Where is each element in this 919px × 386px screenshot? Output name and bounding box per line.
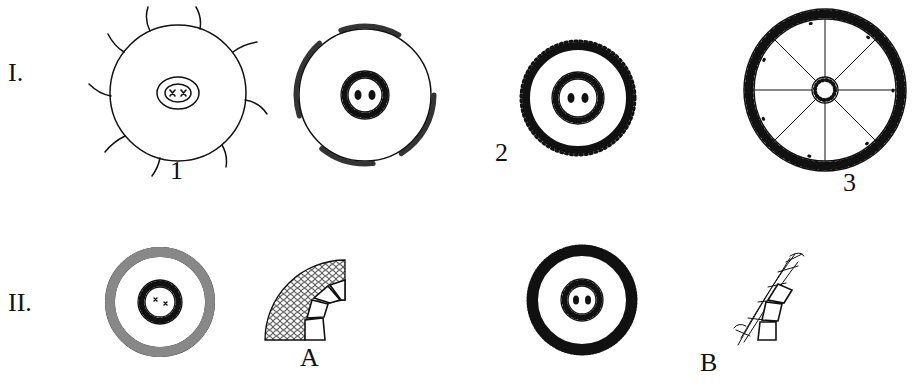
section-row-number: II.	[8, 290, 32, 316]
root-section	[296, 26, 434, 164]
tissue-detail	[265, 260, 345, 340]
root-section-thick-cortex	[110, 252, 210, 352]
figure-letter: B	[700, 350, 717, 376]
figure-number: 2	[495, 140, 508, 166]
section-row-number: I.	[8, 60, 23, 86]
root-section-large	[744, 9, 906, 171]
root-section	[521, 41, 635, 155]
figure-letter: A	[300, 345, 319, 371]
figure-number: 3	[843, 170, 856, 196]
root-section-hairy	[89, 7, 267, 176]
tissue-detail	[734, 253, 804, 345]
root-section-fibrous	[531, 249, 633, 351]
figure-number: 1	[170, 158, 183, 184]
